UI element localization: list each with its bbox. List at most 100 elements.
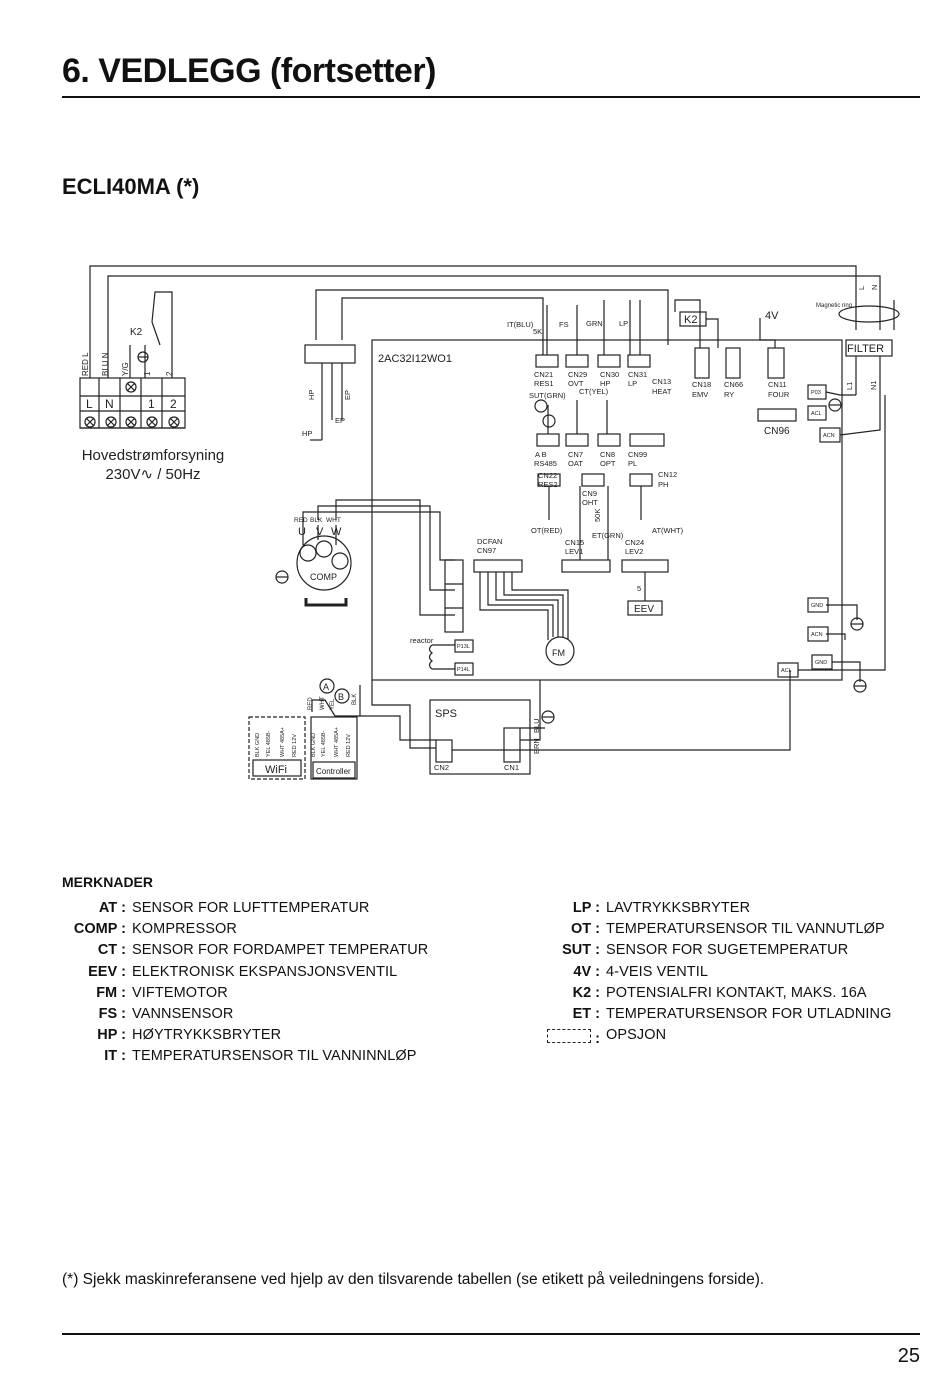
note-row: HP : HØYTRYKKSBRYTER [62,1025,428,1046]
note-abbr: K2 : [572,984,600,1001]
conn-heat: HEAT [652,387,672,396]
header-divider [62,96,920,98]
comp-wire-red: RED [294,517,308,524]
note-abbr: 4V : [573,963,600,980]
k2-board-label: K2 [684,314,697,326]
note-desc: TEMPERATURSENSOR TIL VANNUTLØP [606,921,885,938]
page-number: 25 [897,1345,920,1367]
note-row: FS : VANNSENSOR [62,1004,428,1025]
note-desc: SENSOR FOR SUGETEMPERATUR [606,942,849,959]
controller-label: Controller [316,767,351,776]
note-abbr: IT : [104,1048,126,1065]
wifi-box [248,716,306,780]
sps-cn2: CN2 [434,763,449,772]
bus-wire-red: RED [308,697,314,710]
conn-rs485: RS485 [534,459,557,468]
k2-switch-wire [151,291,173,378]
note-row: CT : SENSOR FOR FORDAMPET TEMPERATUR [62,940,428,961]
sps-brn: BRN [532,738,541,754]
conn-oht: OHT [582,498,598,507]
note-desc: SENSOR FOR FORDAMPET TEMPERATUR [132,942,429,959]
note-desc: VIFTEMOTOR [132,984,228,1001]
conn-cn11: CN11 [768,380,787,389]
note-desc: HØYTRYKKSBRYTER [132,1027,282,1044]
sensor-lp: LP [619,319,628,328]
terminal-label-n: N [105,397,114,411]
conn-cn7: CN7 [568,450,583,459]
terminal-label-1: 1 [148,397,155,411]
note-abbr: LP : [572,900,600,916]
wifi-pin-1: BLK GND [255,733,261,757]
sensor-grn: GRN [586,319,603,328]
note-row: SUT :SENSOR FOR SUGETEMPERATUR [530,940,892,961]
conn-cn31: CN31 [628,370,647,379]
conn-cn22: CN22 [538,471,557,480]
terminal-label-2: 2 [170,397,177,411]
note-row: AT : SENSOR FOR LUFTTEMPERATUR [62,898,428,919]
bus-wire-wht: WHT [320,696,326,710]
conn-cn30: CN30 [600,370,619,379]
wire-label-blu-n: BLU N [101,352,110,376]
wire-label-yg: Y/G [121,362,130,376]
conn-cn13: CN13 [652,377,671,386]
conn-cn18: CN18 [692,380,711,389]
note-abbr: : [595,1031,600,1048]
note-desc: OPSJON [606,1027,667,1044]
ctrl-pin-4: RED 12V [346,734,352,757]
wifi-label: WiFi [265,764,287,776]
conn-oat: OAT [568,459,583,468]
four-way-valve-label: 4V [765,310,779,322]
page-title: 6. VEDLEGG (fortsetter) [62,52,436,90]
option-legend: : [530,1025,600,1050]
eev-label: EEV [634,604,654,615]
conn-res1: RES1 [534,379,554,388]
terminal-label-l: L [86,397,93,411]
top-l-label: L [857,286,866,290]
sensor-sut: SUT(GRN) [529,391,566,400]
note-abbr: CT : [97,942,126,959]
ctrl-pin-3: WHT 485A+ [334,727,340,757]
note-abbr: HP : [97,1027,126,1044]
footer-divider [62,1333,920,1335]
conn-acn: ACN [823,433,835,439]
wire-label-1: 1 [143,371,152,376]
note-desc: SENSOR FOR LUFTTEMPERATUR [132,900,370,916]
cn96-label: CN96 [764,426,790,437]
board-id: 2AC32I12WO1 [378,353,452,365]
l1-label: L1 [845,382,854,390]
sps-cn1: CN1 [504,763,519,772]
wire-label-red-l: RED L [81,352,90,376]
conn-p03: P03 [811,390,821,396]
sensor-50k: 50K [593,509,602,522]
note-desc: ELEKTRONISK EKSPANSJONSVENTIL [132,963,398,980]
note-abbr: OT : [571,921,600,938]
power-supply-rating: 230V∿ / 50Hz [105,466,200,483]
wifi-pin-4: RED 12V [292,734,298,757]
conn-lev2: LEV2 [625,547,643,556]
fm-label: FM [552,648,565,658]
note-abbr: FM : [96,984,126,1001]
notes-right-column: LP :LAVTRYKKSBRYTER OT :TEMPERATURSENSOR… [530,898,892,1050]
note-abbr: AT : [98,900,126,916]
conn-dcfan: DCFAN [477,537,502,546]
conn-res2: RES2 [538,480,558,489]
note-desc: POTENSIALFRI KONTAKT, MAKS. 16A [606,984,867,1001]
comp-wire-wht: WHT [326,517,341,524]
ab-label-b: B [338,692,344,702]
conn-acl: ACL [811,411,822,417]
sensor-5k: 5K [533,327,542,336]
conn-ph: PH [658,480,668,489]
note-desc: TEMPERATURSENSOR TIL VANNINNLØP [132,1048,417,1065]
fan-motor-symbol [545,636,575,666]
note-row: EEV :ELEKTRONISK EKSPANSJONSVENTIL [62,962,428,983]
conn-pl: PL [628,459,637,468]
bus-wire-yel: YEL [330,698,336,710]
note-row: COMP :KOMPRESSOR [62,919,428,940]
conn-cn15: CN15 [565,538,584,547]
conn-emv: EMV [692,390,708,399]
wifi-pin-3: WHT 485A+ [280,727,286,757]
note-desc: VANNSENSOR [132,1006,234,1023]
uvw-v: V [316,526,324,538]
note-abbr: FS : [98,1006,126,1023]
note-row: FM : VIFTEMOTOR [62,983,428,1004]
